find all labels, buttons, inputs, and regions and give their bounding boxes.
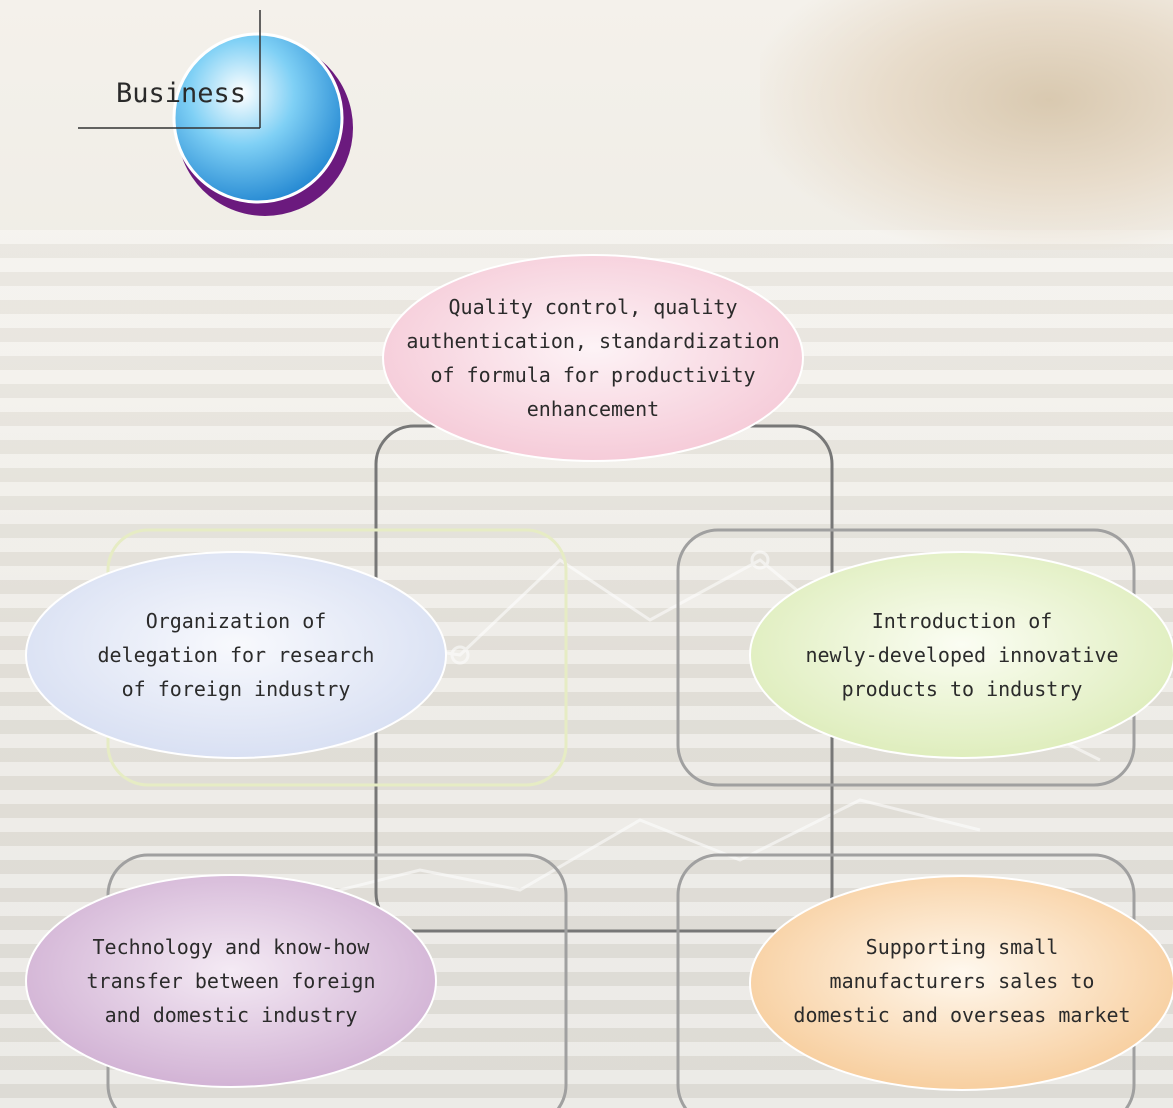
node-quality-text: Quality control, quality authentication,… [406,295,780,421]
page-title: Business [116,78,247,109]
node-introduction-ellipse [749,551,1173,759]
badge-circle [172,32,344,204]
node-delegation-text: Organization of delegation for research … [97,609,375,701]
node-supporting-text: Supporting small manufacturers sales to … [793,935,1131,1027]
node-supporting-ellipse [749,875,1173,1091]
node-transfer-text: Technology and know-how transfer between… [86,935,376,1027]
node-delegation-ellipse [25,551,447,759]
node-quality-ellipse [382,254,804,462]
business-badge [78,10,353,216]
node-transfer-ellipse [25,874,437,1088]
background-photo [760,0,1173,250]
node-introduction-text: Introduction of newly-developed innovati… [805,609,1119,701]
